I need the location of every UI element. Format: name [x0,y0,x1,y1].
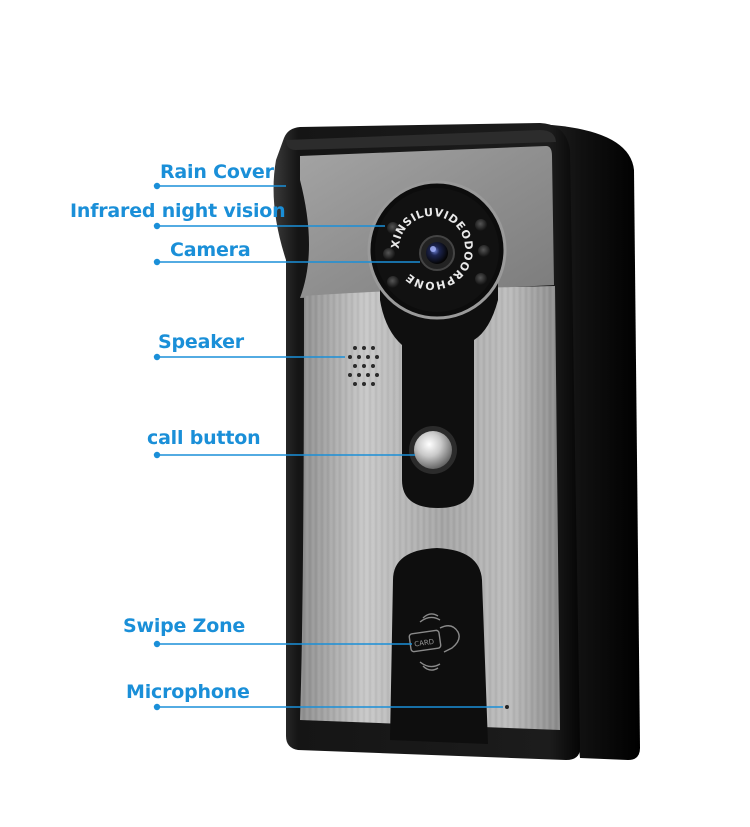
rain-cover-label: Rain Cover [160,161,274,183]
ir-led [387,222,399,234]
speaker-grille [348,346,379,386]
call-button-dot [153,451,161,459]
ir-led [478,245,490,257]
ir-led [383,248,395,260]
call-button [414,431,452,469]
faceplate-brushed-texture [300,286,560,730]
camera-dot [153,258,161,266]
speaker-label: Speaker [158,331,244,353]
camera-lens-glint [430,246,436,252]
infrared-dot [153,222,161,230]
rain-cover-brim [286,130,556,150]
card-reader-icon [408,613,460,671]
microphone-hole [505,705,509,709]
ir-led [387,276,399,288]
card-reader-text: CARD [414,638,435,649]
ir-led [475,273,487,285]
camera-label: Camera [170,239,251,261]
call-button-label: call button [147,427,261,449]
swipe-zone-dot [153,640,161,648]
infrared-label: Infrared night vision [70,200,286,222]
rain-cover-dot [153,182,161,190]
swipe-zone [390,548,488,744]
camera-lens [426,242,448,264]
swipe-zone-label: Swipe Zone [123,615,246,637]
microphone-label: Microphone [126,681,250,703]
speaker-dot [153,353,161,361]
ir-led [475,219,487,231]
microphone-dot [153,703,161,711]
